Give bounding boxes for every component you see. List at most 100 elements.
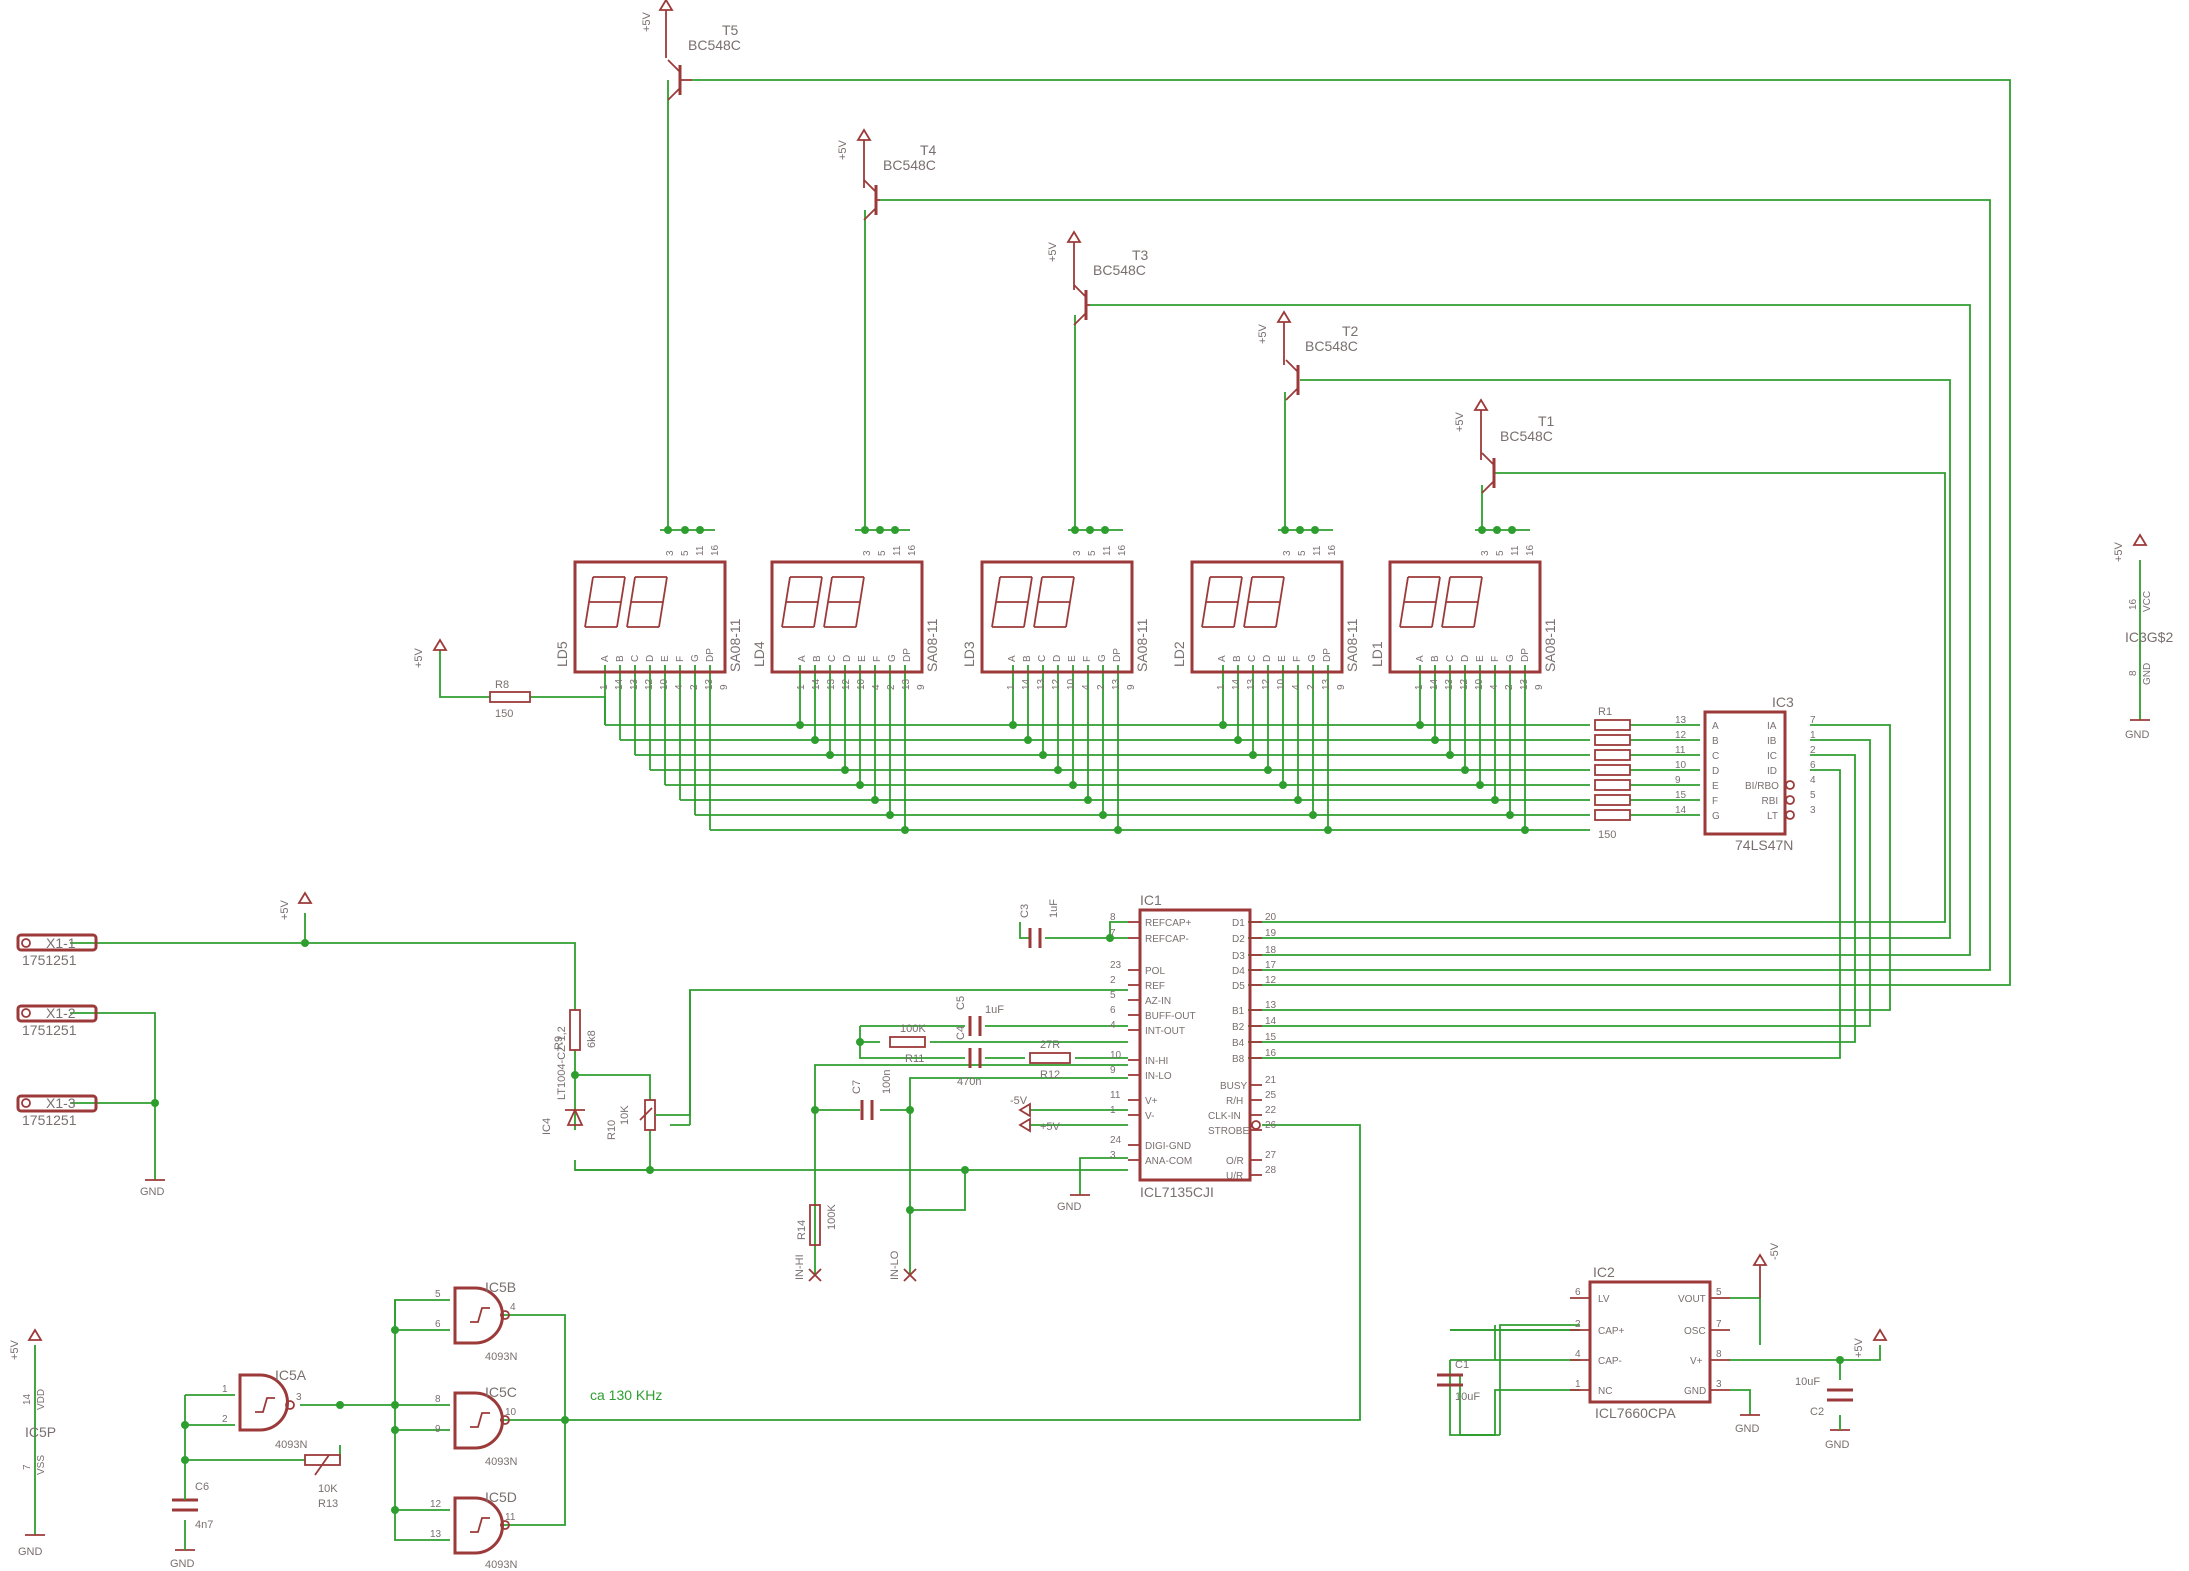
display-pin-number: 9 <box>719 684 730 690</box>
svg-text:C5: C5 <box>955 996 967 1010</box>
svg-text:+5V: +5V <box>641 11 653 32</box>
ic1-pin-label: DIGI-GND <box>1145 1141 1191 1152</box>
display-pin-number: 11 <box>1102 545 1113 556</box>
display-segment-label: D <box>1052 655 1063 662</box>
supply-ic4: +5V <box>279 891 313 920</box>
display-pin-number: 10 <box>1066 678 1077 690</box>
ic1-pin-label: BUSY <box>1220 1081 1248 1092</box>
svg-text:-5V: -5V <box>1010 1095 1028 1107</box>
display-pin-number: 11 <box>695 545 706 556</box>
ic1-pin-label: D1 <box>1232 918 1245 929</box>
ic1-pin-number: 8 <box>1110 912 1116 923</box>
transistor-t4: T4 BC548C <box>863 142 937 221</box>
display-pin-number: 12 <box>1261 678 1272 690</box>
svg-text:SA08-11: SA08-11 <box>1134 618 1150 672</box>
display-pin-number: 12 <box>644 678 655 690</box>
ic1-pin-number: 16 <box>1265 1048 1277 1059</box>
ic1-pin-number: 10 <box>1110 1050 1122 1061</box>
ic1-pin-number: 18 <box>1265 945 1277 956</box>
svg-text:T1: T1 <box>1538 413 1555 429</box>
display-pin-number: 2 <box>1096 684 1107 690</box>
ic3-pin-label: C <box>1712 751 1719 762</box>
svg-text:74LS47N: 74LS47N <box>1735 837 1793 853</box>
svg-text:R11: R11 <box>905 1053 924 1065</box>
supply-t4: +5V <box>837 128 872 188</box>
supply-t1: +5V <box>1454 398 1489 460</box>
display-ld1: LD1 SA08-11 <box>1369 560 1558 674</box>
reference-ic4: IC4 LT1004-CZ-1,2 <box>541 1026 585 1135</box>
display-pin-number: 11 <box>892 545 903 556</box>
transistor-t2: T2 BC548C <box>1285 323 1359 401</box>
wires <box>34 79 2141 1541</box>
ic2-pin-number: 8 <box>1716 1349 1722 1360</box>
display-segment-label: E <box>1277 655 1288 662</box>
ic3-pin-number: 12 <box>1675 730 1687 741</box>
svg-text:10K: 10K <box>318 1483 338 1495</box>
ic1-pin-label: R/H <box>1226 1096 1243 1107</box>
display-segment-label: F <box>675 656 686 662</box>
display-pin-number: 13 <box>826 678 837 690</box>
ic1-pin-label: CLK-IN <box>1208 1111 1241 1122</box>
svg-text:1uF: 1uF <box>1048 899 1060 918</box>
display-pin-number: 2 <box>886 684 897 690</box>
svg-text:+5V: +5V <box>1257 323 1269 344</box>
display-segment-label: D <box>842 655 853 662</box>
display-segment-label: E <box>660 655 671 662</box>
ic1-pin-label: B4 <box>1232 1038 1245 1049</box>
svg-text:16: 16 <box>2128 598 2139 610</box>
svg-text:GND: GND <box>2125 729 2150 741</box>
svg-text:T4: T4 <box>920 142 937 158</box>
ic1-pin-number: 12 <box>1265 975 1277 986</box>
display-segment-label: B <box>615 655 626 662</box>
svg-text:IC3: IC3 <box>1772 694 1794 710</box>
svg-text:BC548C: BC548C <box>883 157 936 173</box>
ic1-pin-number: 14 <box>1265 1016 1277 1027</box>
ic1-pin-number: 20 <box>1265 912 1277 923</box>
display-pin-number: 5 <box>1087 550 1098 556</box>
svg-text:BC548C: BC548C <box>1305 338 1358 354</box>
ic3-pin-label: ID <box>1767 766 1777 777</box>
display-pin-number: 4 <box>1291 684 1302 690</box>
svg-text:150: 150 <box>1598 829 1616 841</box>
svg-text:C1: C1 <box>1455 1359 1469 1371</box>
svg-text:IC1: IC1 <box>1140 892 1162 908</box>
ic1-pin-number: 21 <box>1265 1075 1277 1086</box>
ic3-decoder: IC3 74LS47N <box>1703 694 1795 853</box>
ic1-pin-label: IN-LO <box>1145 1071 1172 1082</box>
display-segment-label: G <box>1505 654 1516 662</box>
ic3-pin-number: 11 <box>1675 745 1686 756</box>
display-segment-label: G <box>1307 654 1318 662</box>
ic1-pin-label: REFCAP- <box>1145 934 1189 945</box>
display-pin-number: 12 <box>1459 678 1470 690</box>
svg-text:R10: R10 <box>606 1120 618 1140</box>
ic1-pin-number: 19 <box>1265 928 1277 939</box>
display-pin-number: 10 <box>1276 678 1287 690</box>
ic2-pin-number: 7 <box>1716 1319 1722 1330</box>
svg-text:VSS: VSS <box>36 1455 47 1475</box>
display-segment-label: B <box>1430 655 1441 662</box>
svg-text:IC5D: IC5D <box>485 1489 517 1505</box>
display-pin-number: 2 <box>1504 684 1515 690</box>
ic1-pin-number: 5 <box>1110 990 1116 1001</box>
junctions <box>151 526 1844 1514</box>
display-pin-number: 1 <box>1006 684 1017 690</box>
display-pin-number: 1 <box>1216 684 1227 690</box>
ic3-pin-label: B <box>1712 736 1719 747</box>
ic3-pin-label: G <box>1712 811 1720 822</box>
net-in-lo: IN-LO <box>889 1250 917 1282</box>
gate-ic5a: IC5A 4093N 1 2 3 <box>222 1367 307 1451</box>
svg-text:IC3G$2: IC3G$2 <box>2125 629 2173 645</box>
ic3-pin-label: E <box>1712 781 1719 792</box>
display-segment-label: F <box>1082 656 1093 662</box>
svg-text:+5V: +5V <box>279 899 291 920</box>
gnd-ic5: GND 14 VDD 7 VSS IC5P <box>18 1389 56 1558</box>
svg-text:R13: R13 <box>318 1498 338 1510</box>
display-segment-label: C <box>1247 655 1258 662</box>
display-segment-label: E <box>857 655 868 662</box>
ic1-pin-label: B8 <box>1232 1054 1245 1065</box>
svg-text:T5: T5 <box>722 22 739 38</box>
connector-x1-1: X1-1 1751251 <box>16 933 98 968</box>
display-pin-number: 1 <box>599 684 610 690</box>
ic2-pin-number: 6 <box>1575 1287 1581 1298</box>
